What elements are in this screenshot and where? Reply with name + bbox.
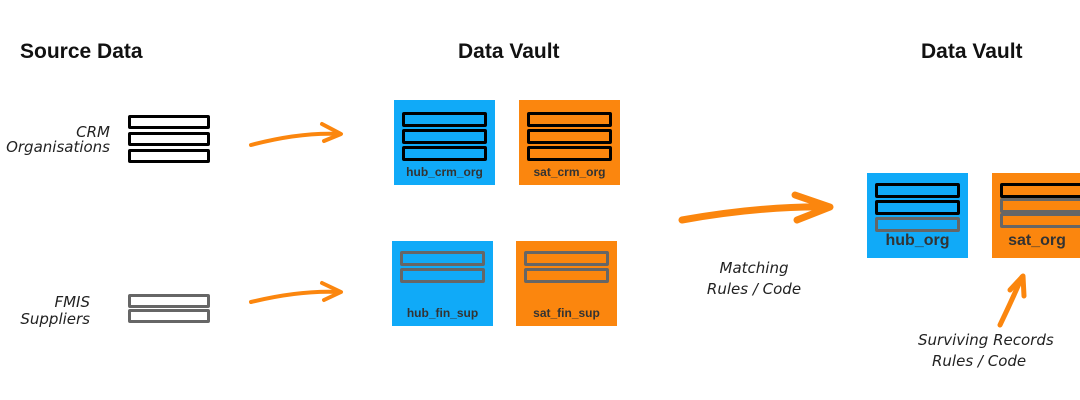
matching-line2: Rules / Code bbox=[706, 280, 802, 298]
matching-annotation: Matching Rules / Code bbox=[684, 258, 824, 300]
hub-org-table: hub_org bbox=[867, 173, 968, 258]
table-label: hub_org bbox=[885, 232, 950, 249]
crm-table-icon bbox=[128, 115, 210, 165]
table-label: sat_org bbox=[1008, 232, 1066, 249]
matching-arrow bbox=[678, 191, 834, 224]
sat-fin-sup-table: sat_fin_sup bbox=[516, 241, 617, 326]
table-label: sat_crm_org bbox=[533, 165, 606, 179]
fmis-label-line2: Suppliers bbox=[20, 310, 90, 328]
hub-crm-org-table: hub_crm_org bbox=[394, 100, 495, 185]
table-label: sat_fin_sup bbox=[533, 306, 600, 320]
sat-crm-org-table: sat_crm_org bbox=[519, 100, 620, 185]
fmis-table-icon bbox=[128, 294, 210, 326]
surviving-arrow bbox=[997, 273, 1027, 328]
data-vault-heading: Data Vault bbox=[458, 40, 560, 63]
crm-source-label: CRM Organisations bbox=[6, 122, 110, 158]
table-label: hub_crm_org bbox=[406, 165, 483, 179]
fmis-source-label: FMIS Suppliers bbox=[20, 292, 90, 330]
matching-line1: Matching bbox=[719, 259, 789, 277]
source-data-heading: Source Data bbox=[20, 40, 143, 63]
hub-fin-sup-table: hub_fin_sup bbox=[392, 241, 493, 326]
fmis-label-line1: FMIS bbox=[54, 293, 90, 311]
table-label: hub_fin_sup bbox=[406, 306, 479, 320]
crm-arrow bbox=[249, 122, 343, 147]
crm-label-line2: Organisations bbox=[6, 138, 110, 156]
surviving-line1: Surviving Records bbox=[918, 331, 1054, 349]
data-vault-heading-2: Data Vault bbox=[921, 40, 1023, 63]
crm-label-line1: CRM bbox=[76, 123, 110, 141]
sat-org-table: sat_org bbox=[992, 173, 1080, 258]
surviving-annotation: Surviving Records Rules / Code bbox=[918, 330, 1054, 372]
fmis-arrow bbox=[249, 281, 343, 304]
surviving-line2: Rules / Code bbox=[932, 352, 1027, 370]
